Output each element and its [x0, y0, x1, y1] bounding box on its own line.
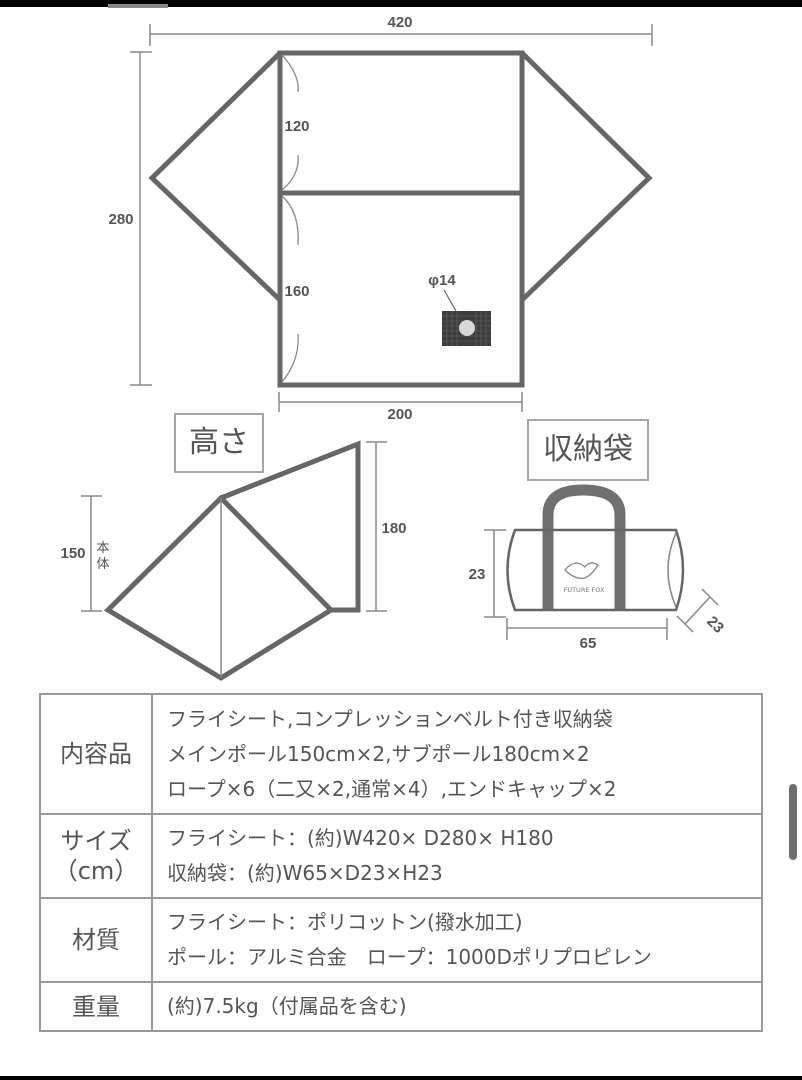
- inner-width-dimension: [278, 392, 523, 412]
- sub-height-label: 180: [381, 520, 406, 537]
- size-line-1: フライシート：(約)W420× D280× H180: [167, 826, 554, 850]
- depth-label: 280: [108, 211, 133, 228]
- rear-section-label: 160: [284, 283, 309, 300]
- bag-height-dimension: [484, 529, 506, 618]
- depth-dimension: [130, 51, 152, 386]
- vent-label: φ14: [428, 272, 456, 289]
- width-dimension: [149, 24, 653, 46]
- width-label: 420: [387, 14, 412, 31]
- section-arcs: [281, 54, 299, 383]
- table-row-weight: 重量 (約)7.5kg（付属品を含む): [39, 981, 763, 1032]
- height-view-outline: [103, 440, 361, 681]
- row-body-size: フライシート：(約)W420× D280× H180 収納袋：(約)W65×D2…: [151, 813, 763, 899]
- height-view-title: 高さ: [174, 413, 264, 473]
- size-header: サイズ: [60, 827, 132, 855]
- weight-line-1: (約)7.5kg（付属品を含む): [167, 994, 407, 1018]
- bag-width-dimension: [506, 618, 668, 640]
- top-tab-indicator: [108, 4, 168, 8]
- bag-depth-dimension: [676, 588, 719, 633]
- main-height-label: 150: [60, 545, 85, 562]
- top-bar: [0, 0, 802, 7]
- bag-depth-label: 23: [703, 613, 727, 637]
- tent-diagram: 420 280 120 160 φ14: [60, 14, 727, 681]
- storage-bag-icon: FUTURE FOX: [506, 484, 685, 612]
- inner-width-label: 200: [387, 406, 412, 423]
- row-body-material: フライシート：ポリコットン(撥水加工) ポール：アルミ合金 ロープ：1000Dポ…: [151, 897, 763, 983]
- main-height-note-2: 体: [96, 557, 109, 572]
- row-body-weight: (約)7.5kg（付属品を含む): [151, 981, 763, 1032]
- main-height-note-1: 本: [96, 541, 109, 556]
- bag-height-label: 23: [469, 566, 486, 583]
- row-header-contents: 内容品: [39, 693, 153, 815]
- brand-label: FUTURE FOX: [564, 586, 605, 594]
- row-header-size: サイズ （cm）: [39, 813, 153, 899]
- scrollbar-thumb[interactable]: [789, 784, 797, 860]
- size-header-unit: （cm）: [53, 857, 139, 885]
- row-body-contents: フライシート,コンプレッションベルト付き収納袋 メインポール150cm×2,サブ…: [151, 693, 763, 815]
- bag-width-label: 65: [580, 635, 597, 652]
- front-section-label: 120: [284, 118, 309, 135]
- contents-line-1: フライシート,コンプレッションベルト付き収納袋: [167, 706, 613, 731]
- storage-bag-title: 収納袋: [527, 419, 649, 481]
- vent-icon: [442, 289, 491, 346]
- table-row-material: 材質 フライシート：ポリコットン(撥水加工) ポール：アルミ合金 ロープ：100…: [39, 897, 763, 983]
- floor-plan-outline: [148, 50, 653, 388]
- contents-line-2: メインポール150cm×2,サブポール180cm×2: [167, 741, 590, 766]
- sub-height-dimension: [366, 441, 387, 612]
- table-row-contents: 内容品 フライシート,コンプレッションベルト付き収納袋 メインポール150cm×…: [39, 693, 763, 815]
- size-line-2: 収納袋：(約)W65×D23×H23: [167, 861, 443, 885]
- table-row-size: サイズ （cm） フライシート：(約)W420× D280× H180 収納袋：…: [39, 813, 763, 899]
- material-line-2: ポール：アルミ合金 ロープ：1000Dポリプロピレン: [167, 945, 652, 969]
- row-header-material: 材質: [39, 897, 153, 983]
- material-line-1: フライシート：ポリコットン(撥水加工): [167, 910, 523, 934]
- main-height-dimension: [81, 495, 102, 612]
- contents-line-3: ロープ×6（二又×2,通常×4）,エンドキャップ×2: [167, 776, 617, 801]
- bottom-bar: [0, 1076, 802, 1080]
- row-header-weight: 重量: [39, 981, 153, 1032]
- spec-table: 内容品 フライシート,コンプレッションベルト付き収納袋 メインポール150cm×…: [39, 693, 763, 1032]
